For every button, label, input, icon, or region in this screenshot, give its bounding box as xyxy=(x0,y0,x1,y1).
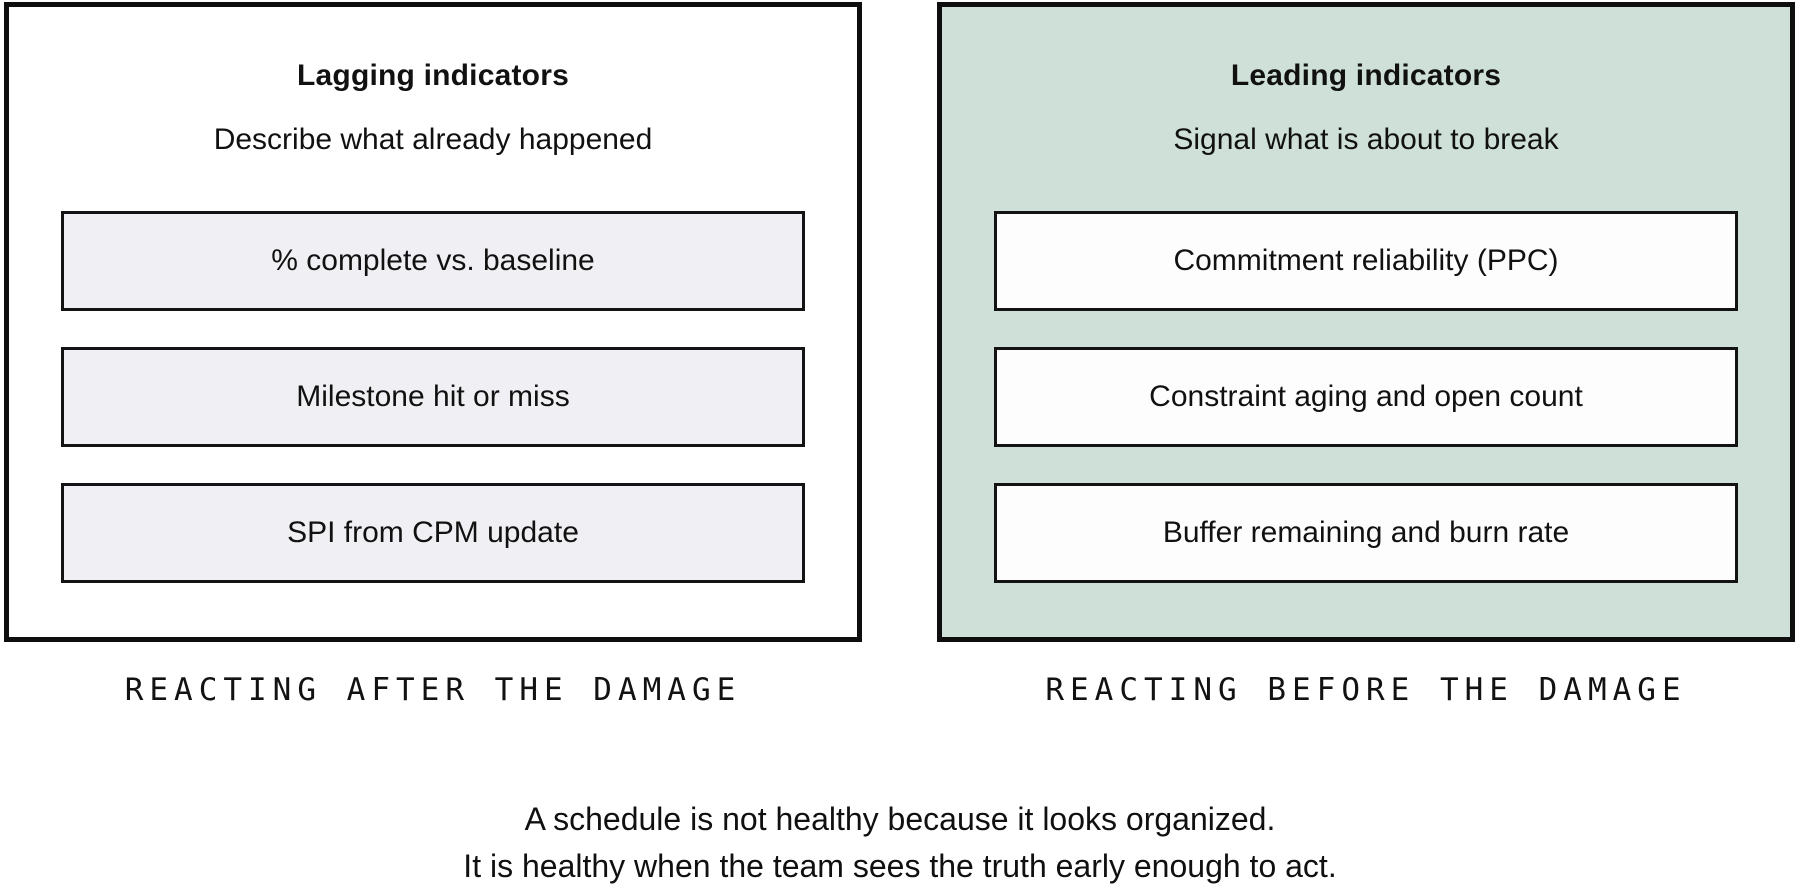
leading-item-label: Buffer remaining and burn rate xyxy=(1162,516,1570,549)
leading-panel-title: Leading indicators xyxy=(1230,59,1502,92)
leading-panel-subtitle: Signal what is about to break xyxy=(1173,123,1559,156)
lagging-panel-subtitle: Describe what already happened xyxy=(213,123,653,156)
footer-line-1: A schedule is not healthy because it loo… xyxy=(524,801,1276,837)
lagging-item-box: SPI from CPM update xyxy=(61,483,805,583)
lagging-indicators-panel: Lagging indicators Describe what already… xyxy=(4,2,862,642)
leading-caption: REACTING BEFORE THE DAMAGE xyxy=(1045,672,1687,708)
leading-indicators-panel: Leading indicators Signal what is about … xyxy=(937,2,1795,642)
leading-item-label: Commitment reliability (PPC) xyxy=(1173,244,1559,277)
lagging-caption: REACTING AFTER THE DAMAGE xyxy=(124,672,742,708)
leading-item-box: Constraint aging and open count xyxy=(994,347,1738,447)
leading-item-label: Constraint aging and open count xyxy=(1149,380,1583,413)
lagging-item-box: Milestone hit or miss xyxy=(61,347,805,447)
lagging-item-label: SPI from CPM update xyxy=(287,516,579,549)
lagging-item-label: Milestone hit or miss xyxy=(296,380,570,413)
lagging-item-box: % complete vs. baseline xyxy=(61,211,805,311)
footer-note: A schedule is not healthy because it loo… xyxy=(0,796,1800,888)
leading-item-box: Buffer remaining and burn rate xyxy=(994,483,1738,583)
lagging-items-list: % complete vs. baseline Milestone hit or… xyxy=(61,211,805,583)
footer-line-2: It is healthy when the team sees the tru… xyxy=(463,848,1337,884)
leading-items-list: Commitment reliability (PPC) Constraint … xyxy=(994,211,1738,583)
lagging-item-label: % complete vs. baseline xyxy=(271,244,595,277)
lagging-panel-title: Lagging indicators xyxy=(297,59,569,92)
leading-item-box: Commitment reliability (PPC) xyxy=(994,211,1738,311)
